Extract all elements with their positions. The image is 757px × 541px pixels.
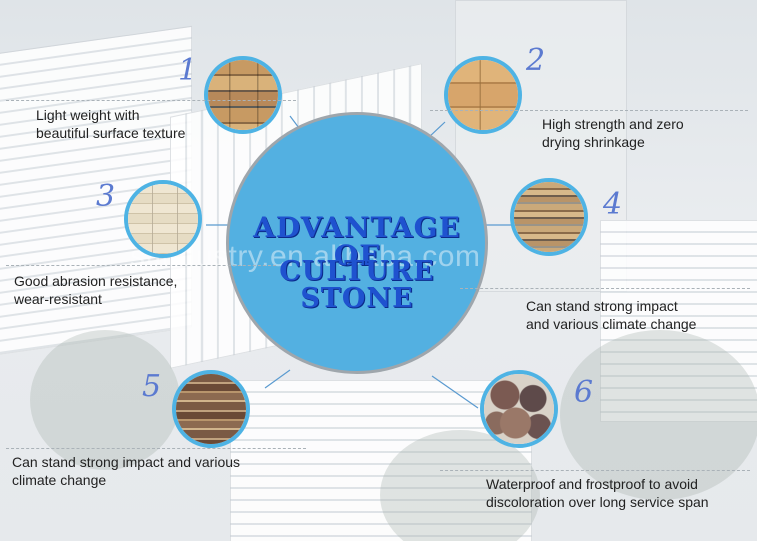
stone-thumbnail-3	[124, 180, 202, 258]
stone-thumbnail-5	[172, 370, 250, 448]
divider-6	[440, 470, 750, 471]
divider-5	[6, 448, 306, 449]
item-number-1: 1	[178, 53, 198, 88]
item-label-3: Good abrasion resistance,wear-resistant	[14, 273, 178, 307]
divider-3	[6, 265, 276, 266]
item-number-2: 2	[526, 43, 546, 78]
stone-thumbnail-6	[480, 370, 558, 448]
divider-1	[6, 100, 296, 101]
stone-thumbnail-4	[510, 178, 588, 256]
center-circle	[226, 112, 488, 374]
item-number-5: 5	[142, 369, 162, 404]
item-number-4: 4	[603, 187, 623, 222]
divider-2	[430, 110, 748, 111]
item-number-6: 6	[574, 375, 594, 410]
center-title-line1: ADVANTAGE OF	[253, 211, 461, 272]
divider-4	[460, 288, 750, 289]
stone-thumbnail-1	[204, 56, 282, 134]
center-title-line2: CULTURE STONE	[279, 256, 435, 314]
stone-thumbnail-2	[444, 56, 522, 134]
item-number-3: 3	[96, 179, 116, 214]
